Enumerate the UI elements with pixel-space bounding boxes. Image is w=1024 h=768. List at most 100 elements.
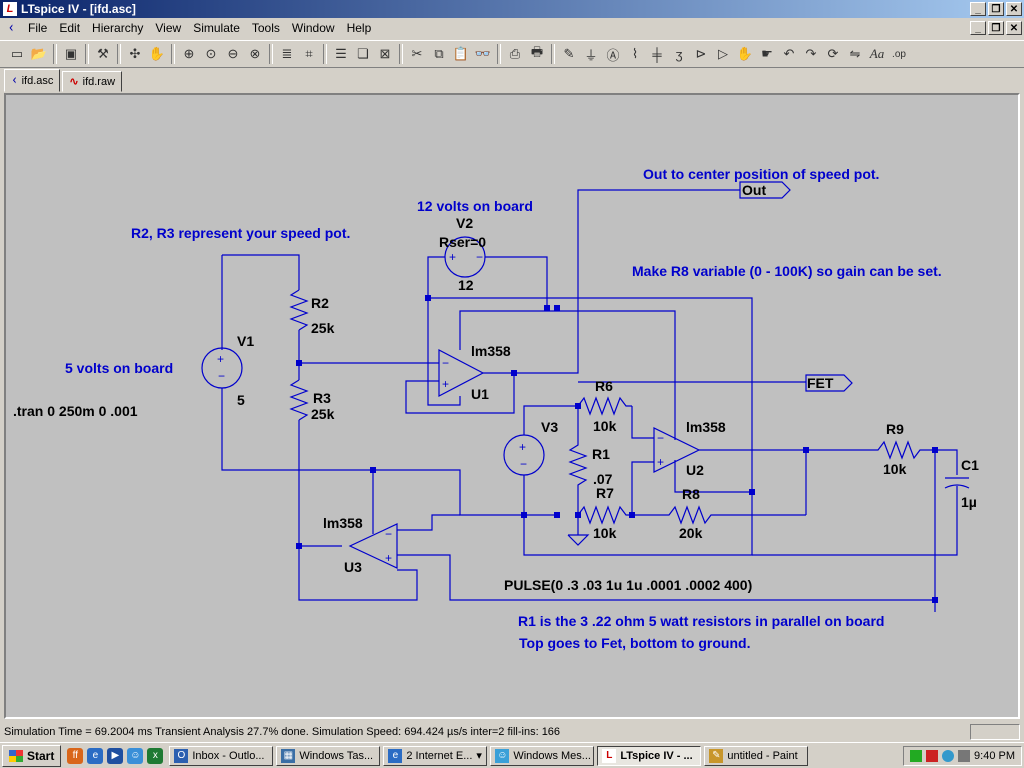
close-icon[interactable]: ⊠ — [379, 46, 391, 61]
task-messenger[interactable]: ☺ Windows Mes... — [490, 745, 595, 766]
open-file-icon[interactable]: 📂 — [30, 46, 48, 61]
menu-tools[interactable]: Tools — [251, 21, 280, 35]
cascade-icon[interactable]: ❏ — [357, 46, 369, 61]
menu-window[interactable]: Window — [291, 21, 335, 35]
group-chevron-icon: ▾ — [476, 750, 482, 762]
halt-icon[interactable]: ✋ — [148, 46, 166, 61]
label-net-out: Out — [742, 182, 766, 198]
label-r9: R9 — [886, 421, 904, 437]
redo-icon[interactable]: ↷ — [805, 46, 817, 61]
find-icon[interactable]: 👓 — [474, 46, 492, 61]
copy-icon[interactable]: ⧉ — [434, 46, 444, 61]
excel-icon[interactable]: x — [147, 747, 164, 764]
messenger-tray-icon[interactable] — [942, 750, 955, 762]
grid-icon[interactable]: ⌗ — [305, 46, 313, 61]
resistor-icon[interactable]: ⌇ — [631, 46, 639, 61]
ltspice-app-icon[interactable]: L — [3, 2, 17, 16]
open-schematic-icon[interactable]: ▭ — [10, 46, 24, 61]
opamp-u1 — [438, 349, 485, 397]
minimize-button[interactable]: _ — [970, 2, 986, 16]
restore-button[interactable]: ❐ — [988, 2, 1004, 16]
schematic-canvas[interactable]: +− +− +− −+ −+ −+ R2, R3 represent your … — [4, 93, 1020, 719]
internet-explorer-icon[interactable]: e — [87, 747, 104, 764]
rotate-icon[interactable]: ⟳ — [827, 46, 839, 61]
component-icon[interactable]: ▷ — [718, 46, 728, 61]
label-icon[interactable]: Ⓐ — [606, 47, 620, 63]
resistor-r7 — [577, 505, 632, 525]
diode-icon[interactable]: ⊳ — [695, 46, 707, 61]
mdi-restore-button[interactable]: ❐ — [988, 21, 1004, 35]
document-menu-icon[interactable]: ᚲ — [7, 21, 15, 35]
drag-icon[interactable]: ☛ — [761, 46, 773, 61]
print-icon[interactable]: 🖶 — [530, 44, 544, 59]
label-r8-value: 20k — [679, 525, 703, 541]
tile-horizontal-icon[interactable]: ☰ — [335, 46, 347, 61]
task-ltspice[interactable]: L LTspice IV - ... — [597, 745, 702, 766]
note-5v: 5 volts on board — [65, 360, 173, 376]
label-r3-value: 25k — [311, 406, 335, 422]
ground-icon[interactable]: ⏚ — [584, 47, 598, 63]
resistor-r6 — [577, 396, 632, 416]
svg-text:+: + — [385, 551, 392, 565]
svg-text:+: + — [449, 250, 456, 264]
control-panel-icon[interactable]: ⚒ — [97, 46, 109, 61]
inductor-icon[interactable]: ʒ — [675, 46, 683, 62]
start-button[interactable]: Start — [2, 744, 62, 767]
label-r2: R2 — [311, 295, 329, 311]
volume-icon[interactable] — [958, 750, 971, 762]
tab-waveform[interactable]: ∿ ifd.raw — [62, 71, 123, 92]
task-outlook[interactable]: O Inbox - Outlo... — [169, 745, 274, 766]
label-u3-model: lm358 — [323, 515, 363, 531]
tab-schematic[interactable]: ᚲ ifd.asc — [4, 69, 61, 92]
mdi-minimize-button[interactable]: _ — [970, 21, 986, 35]
net-label-fet — [805, 374, 853, 392]
menu-edit[interactable]: Edit — [59, 21, 81, 35]
label-r6: R6 — [595, 378, 613, 394]
menu-file[interactable]: File — [28, 21, 48, 35]
mdi-close-button[interactable]: ✕ — [1006, 21, 1022, 35]
save-icon[interactable]: ▣ — [64, 46, 78, 61]
cut-icon[interactable]: ✂ — [411, 46, 423, 61]
capacitor-icon[interactable]: ╪ — [652, 46, 662, 62]
antivirus-icon[interactable] — [926, 750, 939, 762]
media-player-icon[interactable]: ▶ — [107, 747, 124, 764]
menu-help[interactable]: Help — [346, 21, 372, 35]
menu-hierarchy[interactable]: Hierarchy — [92, 21, 144, 35]
print-setup-icon[interactable]: ⎙ — [509, 46, 521, 61]
wire — [221, 388, 557, 516]
label-u2: U2 — [686, 462, 704, 478]
autorange-icon[interactable]: ≣ — [281, 46, 293, 61]
undo-icon[interactable]: ↶ — [783, 46, 795, 61]
task-paint[interactable]: ✎ untitled - Paint — [704, 745, 809, 766]
label-c1: C1 — [961, 457, 979, 473]
svg-text:−: − — [442, 356, 449, 370]
label-u1: U1 — [471, 386, 489, 402]
task-internet-explorer[interactable]: e 2 Internet E... ▾ — [383, 745, 488, 766]
label-r7-value: 10k — [593, 525, 617, 541]
move-icon[interactable]: ✋ — [736, 46, 754, 61]
wire — [298, 420, 418, 601]
zoom-in-icon[interactable]: ⊕ — [183, 46, 195, 61]
wire-icon[interactable]: ✎ — [563, 46, 575, 61]
note-12v: 12 volts on board — [417, 198, 533, 214]
toolbar: ▭ 📂 ▣ ⚒ ✣ ✋ ⊕ ⊙ ⊖ ⊗ ≣ ⌗ ☰ ❏ ⊠ ✂ ⧉ 📋 👓 ⎙ … — [0, 40, 1024, 68]
network-icon[interactable] — [910, 750, 923, 762]
wire — [674, 460, 752, 493]
label-r7: R7 — [596, 485, 614, 501]
mirror-icon[interactable]: ⇋ — [849, 46, 861, 61]
run-icon[interactable]: ✣ — [129, 46, 141, 61]
zoom-out-icon[interactable]: ⊖ — [227, 46, 239, 61]
zoom-full-icon[interactable]: ⊗ — [249, 46, 261, 61]
messenger-icon[interactable]: ☺ — [127, 747, 144, 764]
menu-simulate[interactable]: Simulate — [193, 21, 240, 35]
text-icon[interactable]: Aa — [869, 46, 885, 61]
voltage-source-v1 — [201, 347, 243, 389]
firefox-icon[interactable]: ff — [67, 747, 84, 764]
zoom-pan-icon[interactable]: ⊙ — [205, 46, 217, 61]
task-task-manager[interactable]: ▦ Windows Tas... — [276, 745, 381, 766]
close-button[interactable]: ✕ — [1006, 2, 1022, 16]
label-v2-value: 12 — [458, 277, 474, 293]
paste-icon[interactable]: 📋 — [452, 46, 470, 61]
spice-directive-icon[interactable]: .op — [892, 48, 906, 60]
menu-view[interactable]: View — [155, 21, 182, 35]
